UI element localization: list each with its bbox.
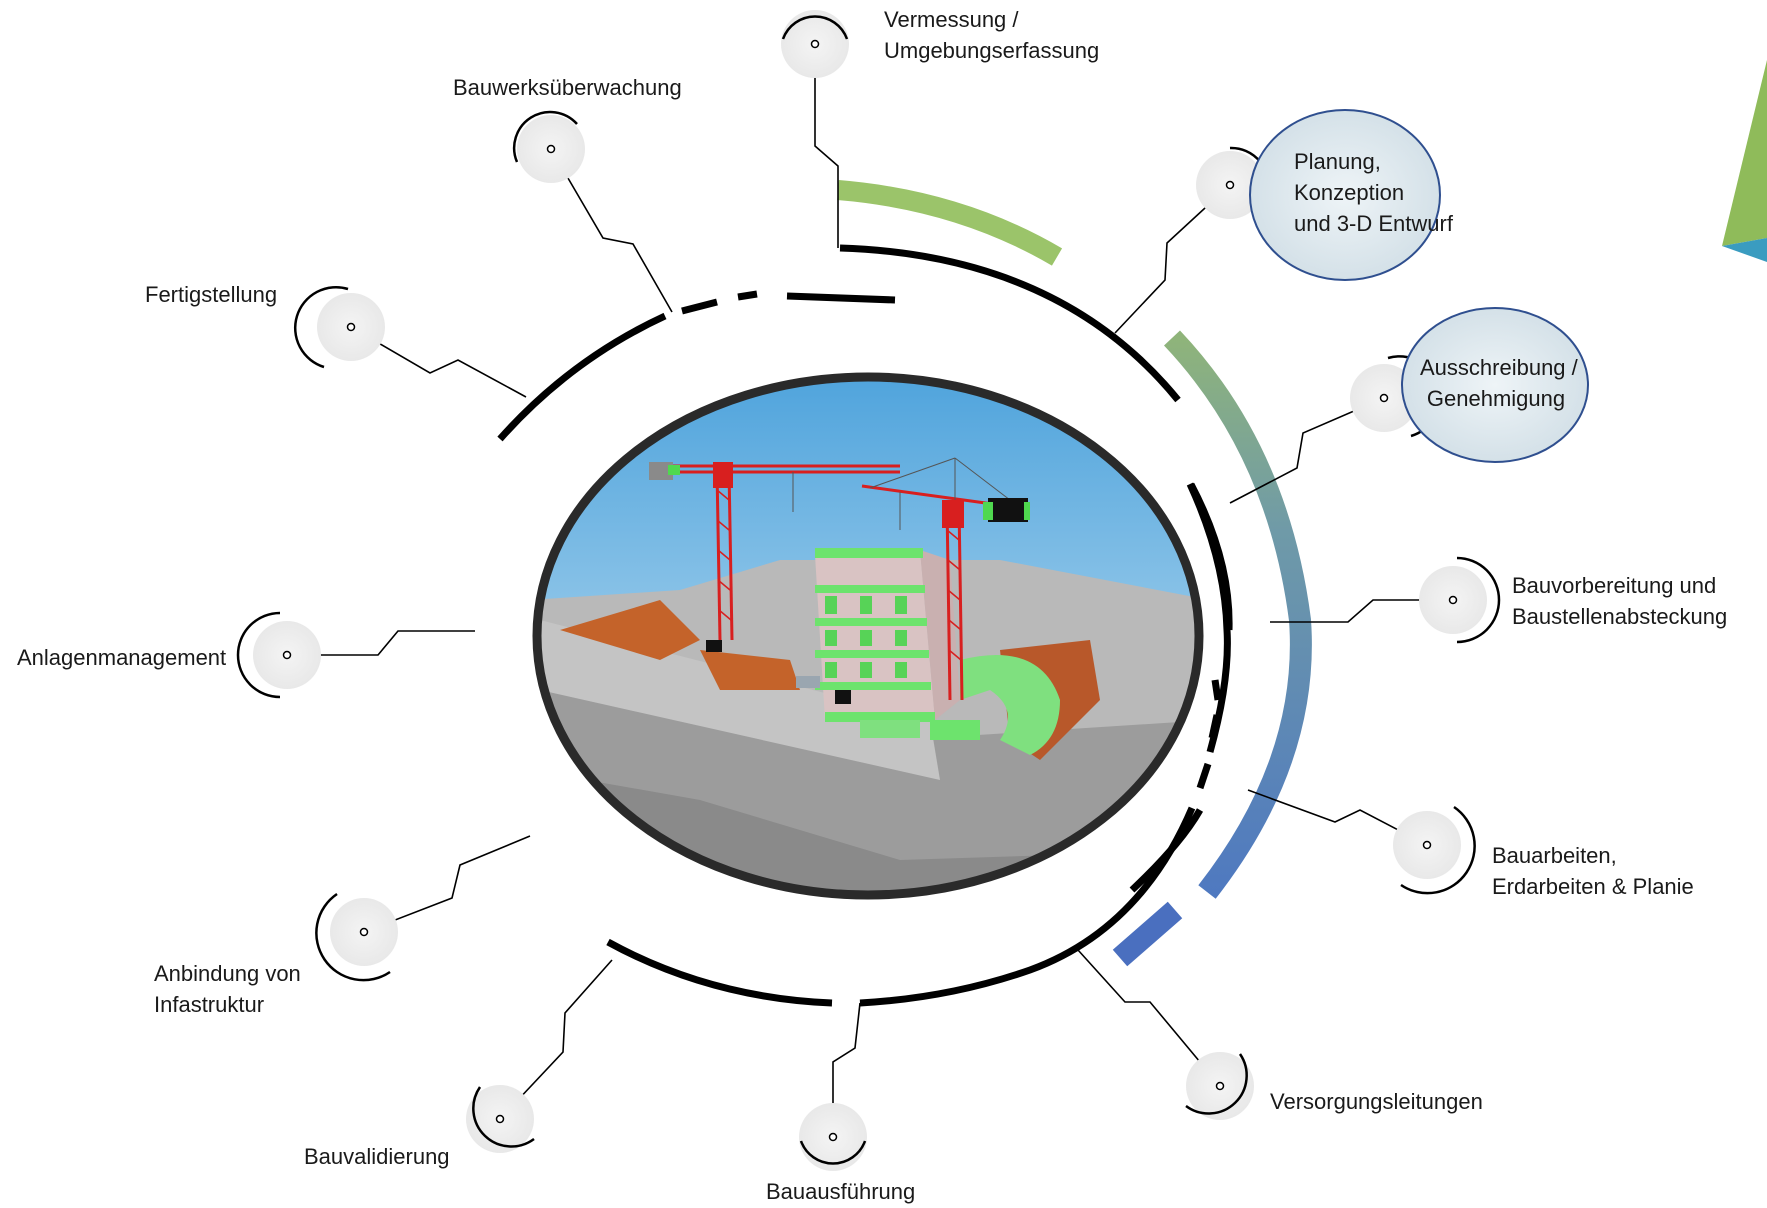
label-infrastructure-line2: Infastruktur bbox=[154, 992, 265, 1017]
label-facility-mgmt-line1: Anlagenmanagement bbox=[17, 645, 227, 670]
stage-marker-icon bbox=[781, 10, 849, 78]
label-monitoring-line1: Bauwerksüberwachung bbox=[453, 75, 682, 100]
label-execution: Bauausführung bbox=[766, 1176, 915, 1207]
outer-ring-dashes bbox=[681, 290, 1222, 790]
stage-marker-icon bbox=[799, 1103, 867, 1171]
label-planning-line2: Konzeption bbox=[1294, 180, 1405, 205]
connector-lines bbox=[287, 44, 1453, 1137]
label-site-prep-line2: Baustellenabsteckung bbox=[1512, 604, 1728, 629]
label-monitoring: Bauwerksüberwachung bbox=[453, 72, 682, 103]
label-earthworks-line1: Bauarbeiten, bbox=[1492, 843, 1617, 868]
planning-bubble bbox=[1249, 109, 1441, 281]
triangle-logo-icon bbox=[1722, 60, 1767, 262]
label-survey-line2: Umgebungserfassung bbox=[884, 38, 1100, 63]
stage-marker-icons bbox=[236, 10, 1501, 1171]
stage-marker-icon bbox=[466, 1085, 535, 1153]
stage-marker-icon bbox=[293, 285, 385, 369]
label-site-prep-line1: Bauvorbereitung und bbox=[1512, 573, 1717, 598]
outer-ring bbox=[497, 244, 1231, 1007]
stage-marker-icon bbox=[512, 110, 585, 183]
label-site-prep: Bauvorbereitung und Baustellenabsteckung bbox=[1512, 570, 1727, 632]
label-validation-line1: Bauvalidierung bbox=[304, 1144, 450, 1169]
phase-arc-gradient bbox=[1164, 330, 1312, 899]
label-tender: Ausschreibung / Genehmigung bbox=[1420, 352, 1578, 414]
stage-marker-icon bbox=[315, 892, 398, 982]
label-facility-mgmt: Anlagenmanagement bbox=[17, 642, 226, 673]
label-validation: Bauvalidierung bbox=[304, 1141, 450, 1172]
tender-bubble bbox=[1401, 307, 1589, 463]
stage-marker-icon bbox=[1419, 556, 1501, 644]
phase-arc-green bbox=[837, 180, 1063, 266]
stage-marker-icon bbox=[236, 611, 321, 699]
label-earthworks-line2: Erdarbeiten & Planie bbox=[1492, 874, 1694, 899]
label-infrastructure-line1: Anbindung von bbox=[154, 961, 301, 986]
label-completion: Fertigstellung bbox=[145, 279, 277, 310]
label-survey: Vermessung / Umgebungserfassung bbox=[884, 4, 1099, 66]
label-planning-line1: Planung, bbox=[1294, 149, 1381, 174]
label-tender-line2: Genehmigung bbox=[1426, 386, 1566, 411]
label-earthworks: Bauarbeiten, Erdarbeiten & Planie bbox=[1492, 840, 1694, 902]
label-planning-line3: und 3-D Entwurf bbox=[1294, 211, 1453, 236]
stage-marker-icon bbox=[1393, 805, 1476, 895]
label-utilities: Versorgungsleitungen bbox=[1270, 1086, 1483, 1117]
label-utilities-line1: Versorgungsleitungen bbox=[1270, 1089, 1483, 1114]
label-tender-line1: Ausschreibung / bbox=[1420, 355, 1578, 380]
phase-arc-blue bbox=[1112, 901, 1183, 967]
stage-marker-icon bbox=[1185, 1052, 1254, 1120]
label-execution-line1: Bauausführung bbox=[766, 1179, 916, 1204]
label-infrastructure: Anbindung von Infastruktur bbox=[154, 958, 301, 1020]
label-survey-line1: Vermessung / bbox=[884, 7, 1019, 32]
label-completion-line1: Fertigstellung bbox=[145, 282, 278, 307]
inner-ring bbox=[1189, 482, 1233, 631]
construction-model-image bbox=[532, 372, 1204, 900]
label-planning: Planung, Konzeption und 3-D Entwurf bbox=[1294, 146, 1453, 239]
